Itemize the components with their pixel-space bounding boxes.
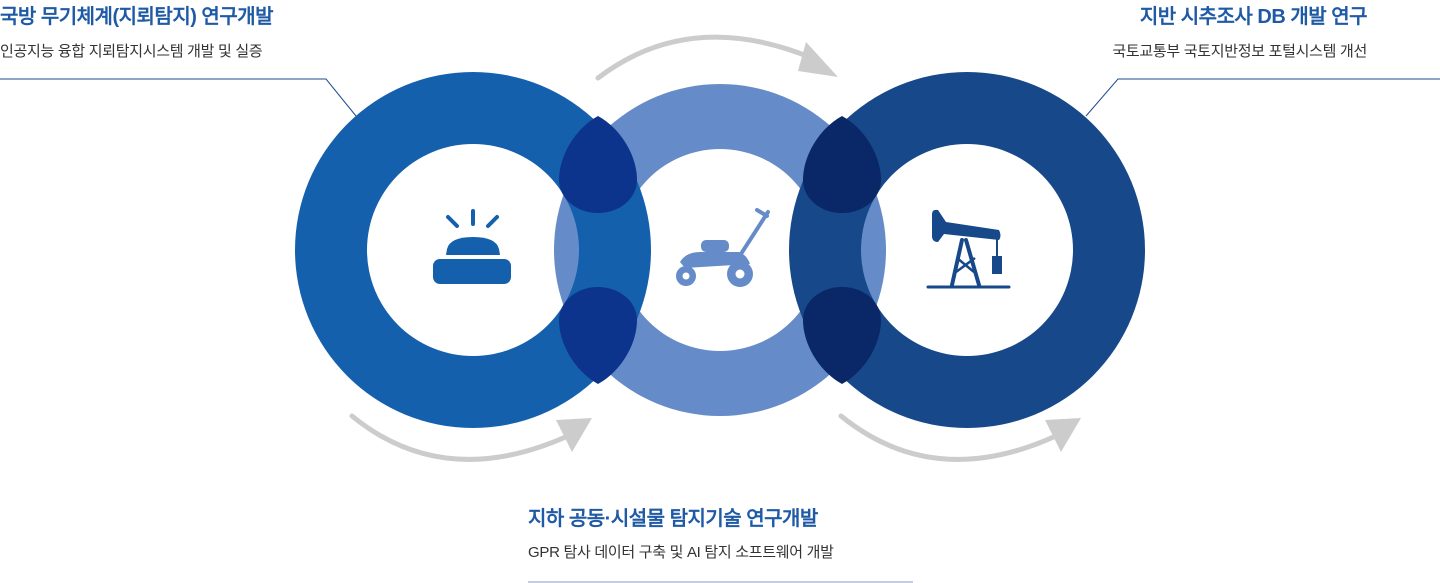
- right-title: 지반 시추조사 DB 개발 연구: [1139, 6, 1368, 28]
- label-bottom: 지하 공동·시설물 탐지기술 연구개발 GPR 탐사 데이터 구축 및 AI 탐…: [528, 506, 834, 564]
- overlap-left-bottom: [559, 287, 637, 384]
- bottom-right-flow-arrow: [838, 413, 1081, 462]
- right-leader-line: [1085, 78, 1440, 117]
- left-subtitle: 인공지능 융합 지뢰탐지시스템 개발 및 실증: [0, 43, 263, 60]
- label-left: 국방 무기체계(지뢰탐지) 연구개발 인공지능 융합 지뢰탐지시스템 개발 및 …: [0, 4, 274, 63]
- overlap-right-bottom: [803, 287, 881, 384]
- right-subtitle: 국토교통부 국토지반정보 포털시스템 개선: [1112, 43, 1367, 60]
- overlap-left-top: [559, 116, 637, 213]
- siren-icon: [433, 209, 511, 284]
- left-title: 국방 무기체계(지뢰탐지) 연구개발: [0, 6, 274, 28]
- left-leader-line: [0, 78, 357, 117]
- label-right: 지반 시추조사 DB 개발 연구 국토교통부 국토지반정보 포털시스템 개선: [1112, 4, 1367, 63]
- bottom-left-flow-arrow: [349, 413, 592, 462]
- overlap-right-top: [803, 116, 881, 213]
- oil-pump-icon: [926, 209, 1011, 289]
- lawn-mower-icon: [676, 208, 770, 287]
- top-flow-arrow: [595, 34, 838, 81]
- bottom-subtitle: GPR 탐사 데이터 구축 및 AI 탐지 소프트웨어 개발: [528, 544, 834, 561]
- bottom-title: 지하 공동·시설물 탐지기술 연구개발: [528, 508, 818, 530]
